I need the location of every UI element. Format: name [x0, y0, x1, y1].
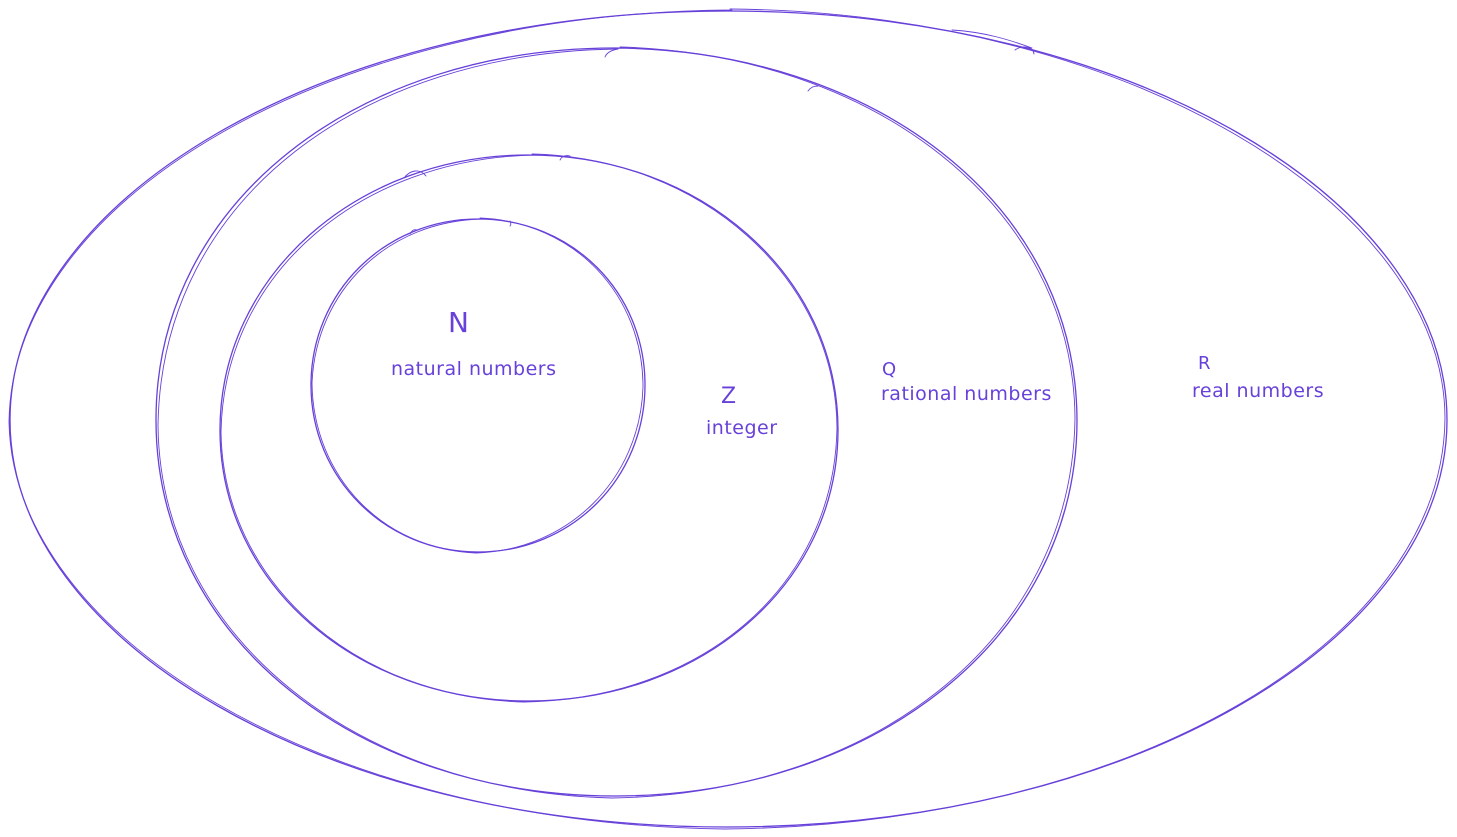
real-set-name: real numbers — [1192, 380, 1325, 402]
integer-set-boundary — [219, 153, 839, 703]
rational-set-boundary — [155, 46, 1078, 799]
rational-set-symbol: Q — [882, 359, 897, 380]
rational-set-name: rational numbers — [881, 383, 1052, 405]
integer-set-name: integer — [706, 417, 778, 439]
real-set-boundary — [8, 8, 1448, 830]
real-set-symbol: R — [1198, 353, 1212, 374]
integer-set-symbol: Z — [721, 384, 737, 409]
natural-set-boundary — [310, 217, 646, 554]
natural-set-symbol: N — [448, 306, 470, 339]
natural-set-name: natural numbers — [391, 358, 557, 380]
